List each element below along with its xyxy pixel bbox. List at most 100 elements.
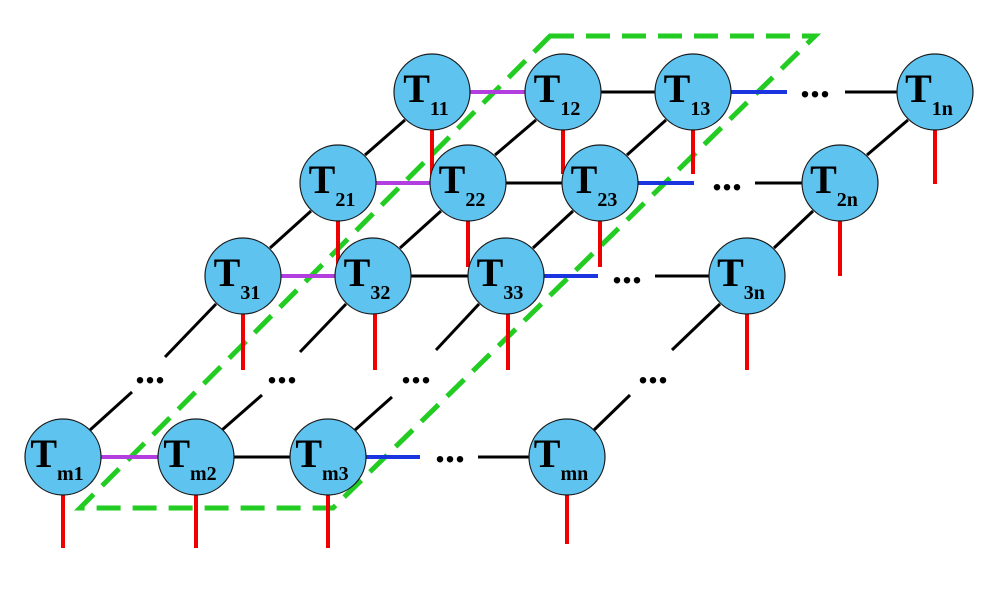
- bond-23-33: [531, 209, 575, 250]
- node-label-subscript: 2n: [837, 189, 858, 211]
- tensor-node-1n: T1n: [896, 53, 974, 131]
- node-label-main: T: [309, 157, 336, 202]
- tensor-node-3n: T3n: [708, 237, 786, 315]
- node-circle: [24, 418, 102, 496]
- node-label-subscript: 23: [597, 189, 617, 211]
- tensor-node-2n: T2n: [801, 144, 879, 222]
- node-label-main: T: [163, 431, 190, 476]
- bond-dots-m1: [88, 390, 134, 432]
- node-circle: [467, 237, 545, 315]
- node-label: Tm2: [163, 431, 216, 485]
- bond-33-dots: [434, 302, 481, 352]
- node-label: T22: [439, 157, 486, 211]
- node-label-main: T: [571, 157, 598, 202]
- bond-11-21: [364, 118, 406, 157]
- node-label: T32: [344, 250, 391, 304]
- tensor-node-m3: Tm3: [289, 418, 367, 496]
- node-circle: [157, 418, 235, 496]
- tensor-node-mn: Tmn: [528, 418, 606, 496]
- node-label: Tm3: [295, 431, 348, 485]
- tensor-node-23: T23: [561, 144, 639, 222]
- node-circle: [429, 144, 507, 222]
- node-circle: [654, 53, 732, 131]
- node-label-subscript: mn: [560, 463, 588, 485]
- node-label-subscript: m1: [57, 463, 84, 485]
- node-circle: [524, 53, 602, 131]
- node-label: T31: [214, 250, 261, 304]
- node-label-subscript: m3: [322, 463, 349, 485]
- tensor-node-33: T33: [467, 237, 545, 315]
- ellipsis-col-2: ...: [267, 347, 297, 392]
- bond-1n-2n: [866, 118, 909, 157]
- node-label-main: T: [295, 431, 322, 476]
- node-label-subscript: 1n: [932, 98, 953, 120]
- node-label: T12: [534, 66, 581, 120]
- node-label-subscript: 11: [430, 98, 449, 120]
- node-circle: [334, 237, 412, 315]
- node-label-main: T: [534, 66, 561, 111]
- ellipsis-row-1: ...: [800, 61, 830, 106]
- node-label: T21: [309, 157, 356, 211]
- node-label-main: T: [403, 66, 430, 111]
- boundary-dashed-outline: [73, 33, 822, 511]
- node-label-subscript: 3n: [744, 282, 765, 304]
- ellipsis-row-3: ...: [612, 247, 642, 292]
- bond-2n-3n: [772, 209, 815, 250]
- node-label-subscript: m2: [190, 463, 217, 485]
- node-label: T13: [664, 66, 711, 120]
- tensor-node-31: T31: [204, 237, 282, 315]
- ellipsis-row-2: ...: [712, 154, 742, 199]
- node-label: T33: [477, 250, 524, 304]
- node-label-main: T: [905, 66, 932, 111]
- tensor-node-12: T12: [524, 53, 602, 131]
- node-circle: [299, 144, 377, 222]
- node-label-main: T: [344, 250, 371, 295]
- tensor-node-13: T13: [654, 53, 732, 131]
- bond-3n-dots: [670, 302, 722, 352]
- tensor-node-m1: Tm1: [24, 418, 102, 496]
- node-label-subscript: 31: [240, 282, 260, 304]
- node-label-subscript: 33: [503, 282, 523, 304]
- ellipsis-col-n: ...: [638, 347, 668, 392]
- ellipsis-col-1: ...: [135, 347, 165, 392]
- tensor-node-22: T22: [429, 144, 507, 222]
- bond-dots-m3: [354, 395, 393, 432]
- node-label-subscript: 32: [370, 282, 390, 304]
- bond-dots-m2: [221, 393, 263, 432]
- node-label-main: T: [214, 250, 241, 295]
- node-label-main: T: [534, 431, 561, 476]
- node-circle: [708, 237, 786, 315]
- node-circle: [528, 418, 606, 496]
- node-label: T1n: [905, 66, 953, 120]
- node-label-subscript: 13: [690, 98, 710, 120]
- tensor-node-m2: Tm2: [157, 418, 235, 496]
- node-label: Tm1: [30, 431, 83, 485]
- ellipsis-col-3: ...: [401, 347, 431, 392]
- node-label: T23: [571, 157, 618, 211]
- node-label: T11: [403, 66, 449, 120]
- bond-22-32: [398, 209, 443, 250]
- bond-21-31: [268, 209, 313, 250]
- node-label: T3n: [717, 250, 765, 304]
- bond-12-22: [494, 118, 537, 157]
- tensor-node-21: T21: [299, 144, 377, 222]
- bond-32-dots: [298, 302, 348, 354]
- node-label-main: T: [477, 250, 504, 295]
- node-circle: [393, 53, 471, 131]
- bond-31-dots: [163, 302, 218, 359]
- node-label-main: T: [439, 157, 466, 202]
- node-circle: [289, 418, 367, 496]
- node-circle: [801, 144, 879, 222]
- node-label-subscript: 21: [335, 189, 355, 211]
- node-label-main: T: [30, 431, 57, 476]
- node-label-main: T: [717, 250, 744, 295]
- node-circle: [896, 53, 974, 131]
- ellipsis-row-m: ...: [435, 426, 465, 471]
- node-circle: [561, 144, 639, 222]
- node-label-main: T: [664, 66, 691, 111]
- bond-dots-mn: [592, 393, 632, 432]
- bond-13-23: [625, 118, 668, 157]
- tensor-node-32: T32: [334, 237, 412, 315]
- node-label-main: T: [810, 157, 837, 202]
